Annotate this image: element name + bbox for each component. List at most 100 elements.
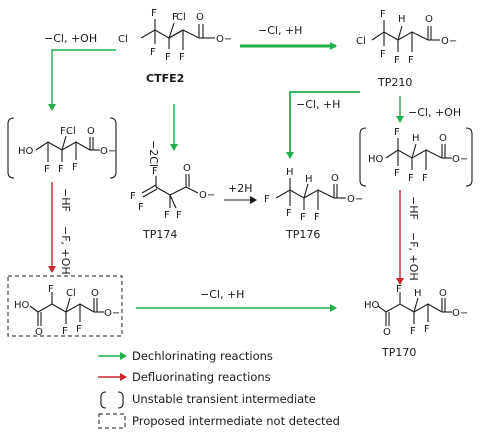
tp170-atom-f: F	[424, 324, 430, 335]
compound-label-tp176: TP176	[285, 228, 320, 241]
left-int-atom-cl: Cl	[66, 126, 76, 137]
intermediate-right-unstable: HO F F H F F O O−	[359, 127, 473, 187]
bottom-int-atom-f: F	[48, 284, 54, 295]
ctfe2-atom-f: F	[151, 8, 157, 19]
left-int-atom-f: F	[58, 164, 64, 175]
compound-label-tp170: TP170	[381, 346, 416, 359]
right-int-atom-h: H	[412, 133, 420, 144]
tp210-atom-h: H	[398, 14, 406, 25]
right-int-atom-f: F	[408, 173, 414, 184]
right-int-atom-f: F	[394, 127, 400, 138]
reaction-label: −HF	[59, 188, 72, 212]
tp170-atom-o: O	[383, 327, 391, 338]
tp176-bonds	[275, 178, 346, 210]
bottom-int-atom-f: F	[76, 324, 82, 335]
arrow-ctfe2-to-left-intermediate: −Cl, +OH	[44, 32, 116, 111]
bracket-right	[465, 127, 473, 187]
legend-swatch-dashed-box	[98, 413, 126, 429]
legend-label: Defluorinating reactions	[132, 370, 271, 384]
legend-swatch-bracket-right	[117, 391, 124, 409]
tp170-atom-f: F	[410, 326, 416, 337]
left-int-atom-f: F	[60, 126, 66, 137]
legend-label: Proposed intermediate not detected	[132, 414, 340, 428]
bottom-int-atom-o-minus: O−	[104, 308, 120, 319]
arrow-tp210-to-tp176: −Cl, +H	[286, 91, 360, 159]
right-int-bonds	[385, 138, 452, 170]
right-int-atom-o: O	[439, 133, 447, 144]
tp210-atom-cl: Cl	[356, 36, 366, 47]
left-int-bonds	[35, 135, 100, 162]
legend-item-proposed: Proposed intermediate not detected	[98, 413, 340, 429]
left-int-atom-o: O	[87, 126, 95, 137]
ctfe2-atom-f: F	[165, 52, 171, 63]
ctfe2-atom-o-minus: O−	[216, 34, 232, 45]
tp210-atom-f: F	[380, 49, 386, 60]
tp174-atom-f: F	[164, 210, 170, 221]
arrow-left-intermediate-to-proposed: −HF −F, +OH	[48, 182, 72, 275]
right-int-atom-ho: HO	[368, 154, 384, 165]
bottom-int-bonds	[29, 292, 104, 326]
arrow-proposed-to-tp170: −Cl, +H	[136, 288, 337, 312]
tp176-atom-o: O	[331, 173, 339, 184]
tp176-atom-f: F	[264, 194, 270, 205]
arrow-tp174-to-tp176: +2H	[224, 182, 257, 204]
tp176-atom-o-minus: O−	[347, 194, 363, 205]
tp210-atom-o-minus: O−	[441, 36, 457, 47]
arrow-ctfe2-to-tp174: −2Cl	[147, 104, 178, 167]
left-int-atom-ho: HO	[18, 146, 34, 157]
compound-label-tp174: TP174	[142, 228, 177, 241]
bottom-int-atom-ho: HO	[14, 300, 30, 311]
intermediate-proposed-not-detected: HO O F F Cl F O O−	[7, 275, 123, 338]
arrow-right-intermediate-to-tp170: −HF −F, +OH	[396, 190, 420, 285]
tp176-atom-f: F	[300, 212, 306, 223]
reaction-label: −F, +OH	[59, 226, 72, 275]
legend-item-unstable: Unstable transient intermediate	[100, 391, 316, 409]
compound-label-tp210: TP210	[377, 76, 412, 89]
compound-tp176: F H F H F F O O− TP176	[264, 167, 363, 241]
bottom-int-atom-o: O	[35, 327, 43, 338]
tp170-atom-o: O	[439, 288, 447, 299]
right-int-atom-f: F	[394, 168, 400, 179]
compound-label-ctfe2: CTFE2	[146, 72, 184, 85]
left-int-atom-f: F	[44, 164, 50, 175]
reaction-label: −2Cl	[147, 140, 160, 167]
bracket-left	[7, 117, 15, 179]
tp170-atom-ho: HO	[364, 300, 380, 311]
reaction-label: −Cl, +OH	[408, 106, 461, 119]
tp174-atom-o: O	[183, 163, 191, 174]
reaction-label: +2H	[228, 182, 253, 195]
compound-tp210: Cl F F H F F O O− TP210	[356, 9, 457, 89]
legend-label: Dechlorinating reactions	[132, 349, 273, 363]
reaction-label: −HF	[407, 196, 420, 220]
tp170-atom-f: F	[396, 284, 402, 295]
intermediate-left-unstable: HO F F F Cl F O O−	[7, 117, 117, 179]
tp174-atom-f: F	[130, 191, 136, 202]
ctfe2-atom-cl-left: Cl	[118, 34, 128, 45]
legend-label: Unstable transient intermediate	[132, 392, 316, 406]
reaction-label: −F, +OH	[407, 232, 420, 281]
ctfe2-atom-cl-top: Cl	[176, 12, 186, 23]
reaction-label: −Cl, +H	[200, 288, 244, 301]
tp210-atom-f: F	[394, 55, 400, 66]
bottom-int-atom-cl: Cl	[66, 288, 76, 299]
ctfe2-atom-f: F	[179, 52, 185, 63]
ctfe2-atom-o: O	[196, 12, 204, 23]
bottom-int-atom-f: F	[62, 326, 68, 337]
tp174-atom-o-minus: O−	[199, 190, 215, 201]
tp170-atom-h: H	[414, 288, 422, 299]
tp176-atom-h: H	[305, 174, 313, 185]
bracket-left	[359, 127, 367, 187]
tp174-atom-f: F	[152, 166, 158, 177]
compound-tp170: HO O F H F F O O− TP170	[364, 284, 468, 359]
dashed-box	[7, 275, 123, 337]
arrow-tp210-to-right-intermediate: −Cl, +OH	[396, 96, 461, 123]
ctfe2-atom-f: F	[150, 47, 156, 58]
reaction-label: −Cl, +OH	[44, 32, 97, 45]
left-int-atom-o-minus: O−	[100, 146, 116, 157]
tp210-atom-f: F	[408, 55, 414, 66]
tp210-bonds	[371, 20, 440, 52]
left-int-atom-f: F	[72, 162, 78, 173]
right-int-atom-f: F	[422, 173, 428, 184]
tp174-atom-f: F	[138, 202, 144, 213]
